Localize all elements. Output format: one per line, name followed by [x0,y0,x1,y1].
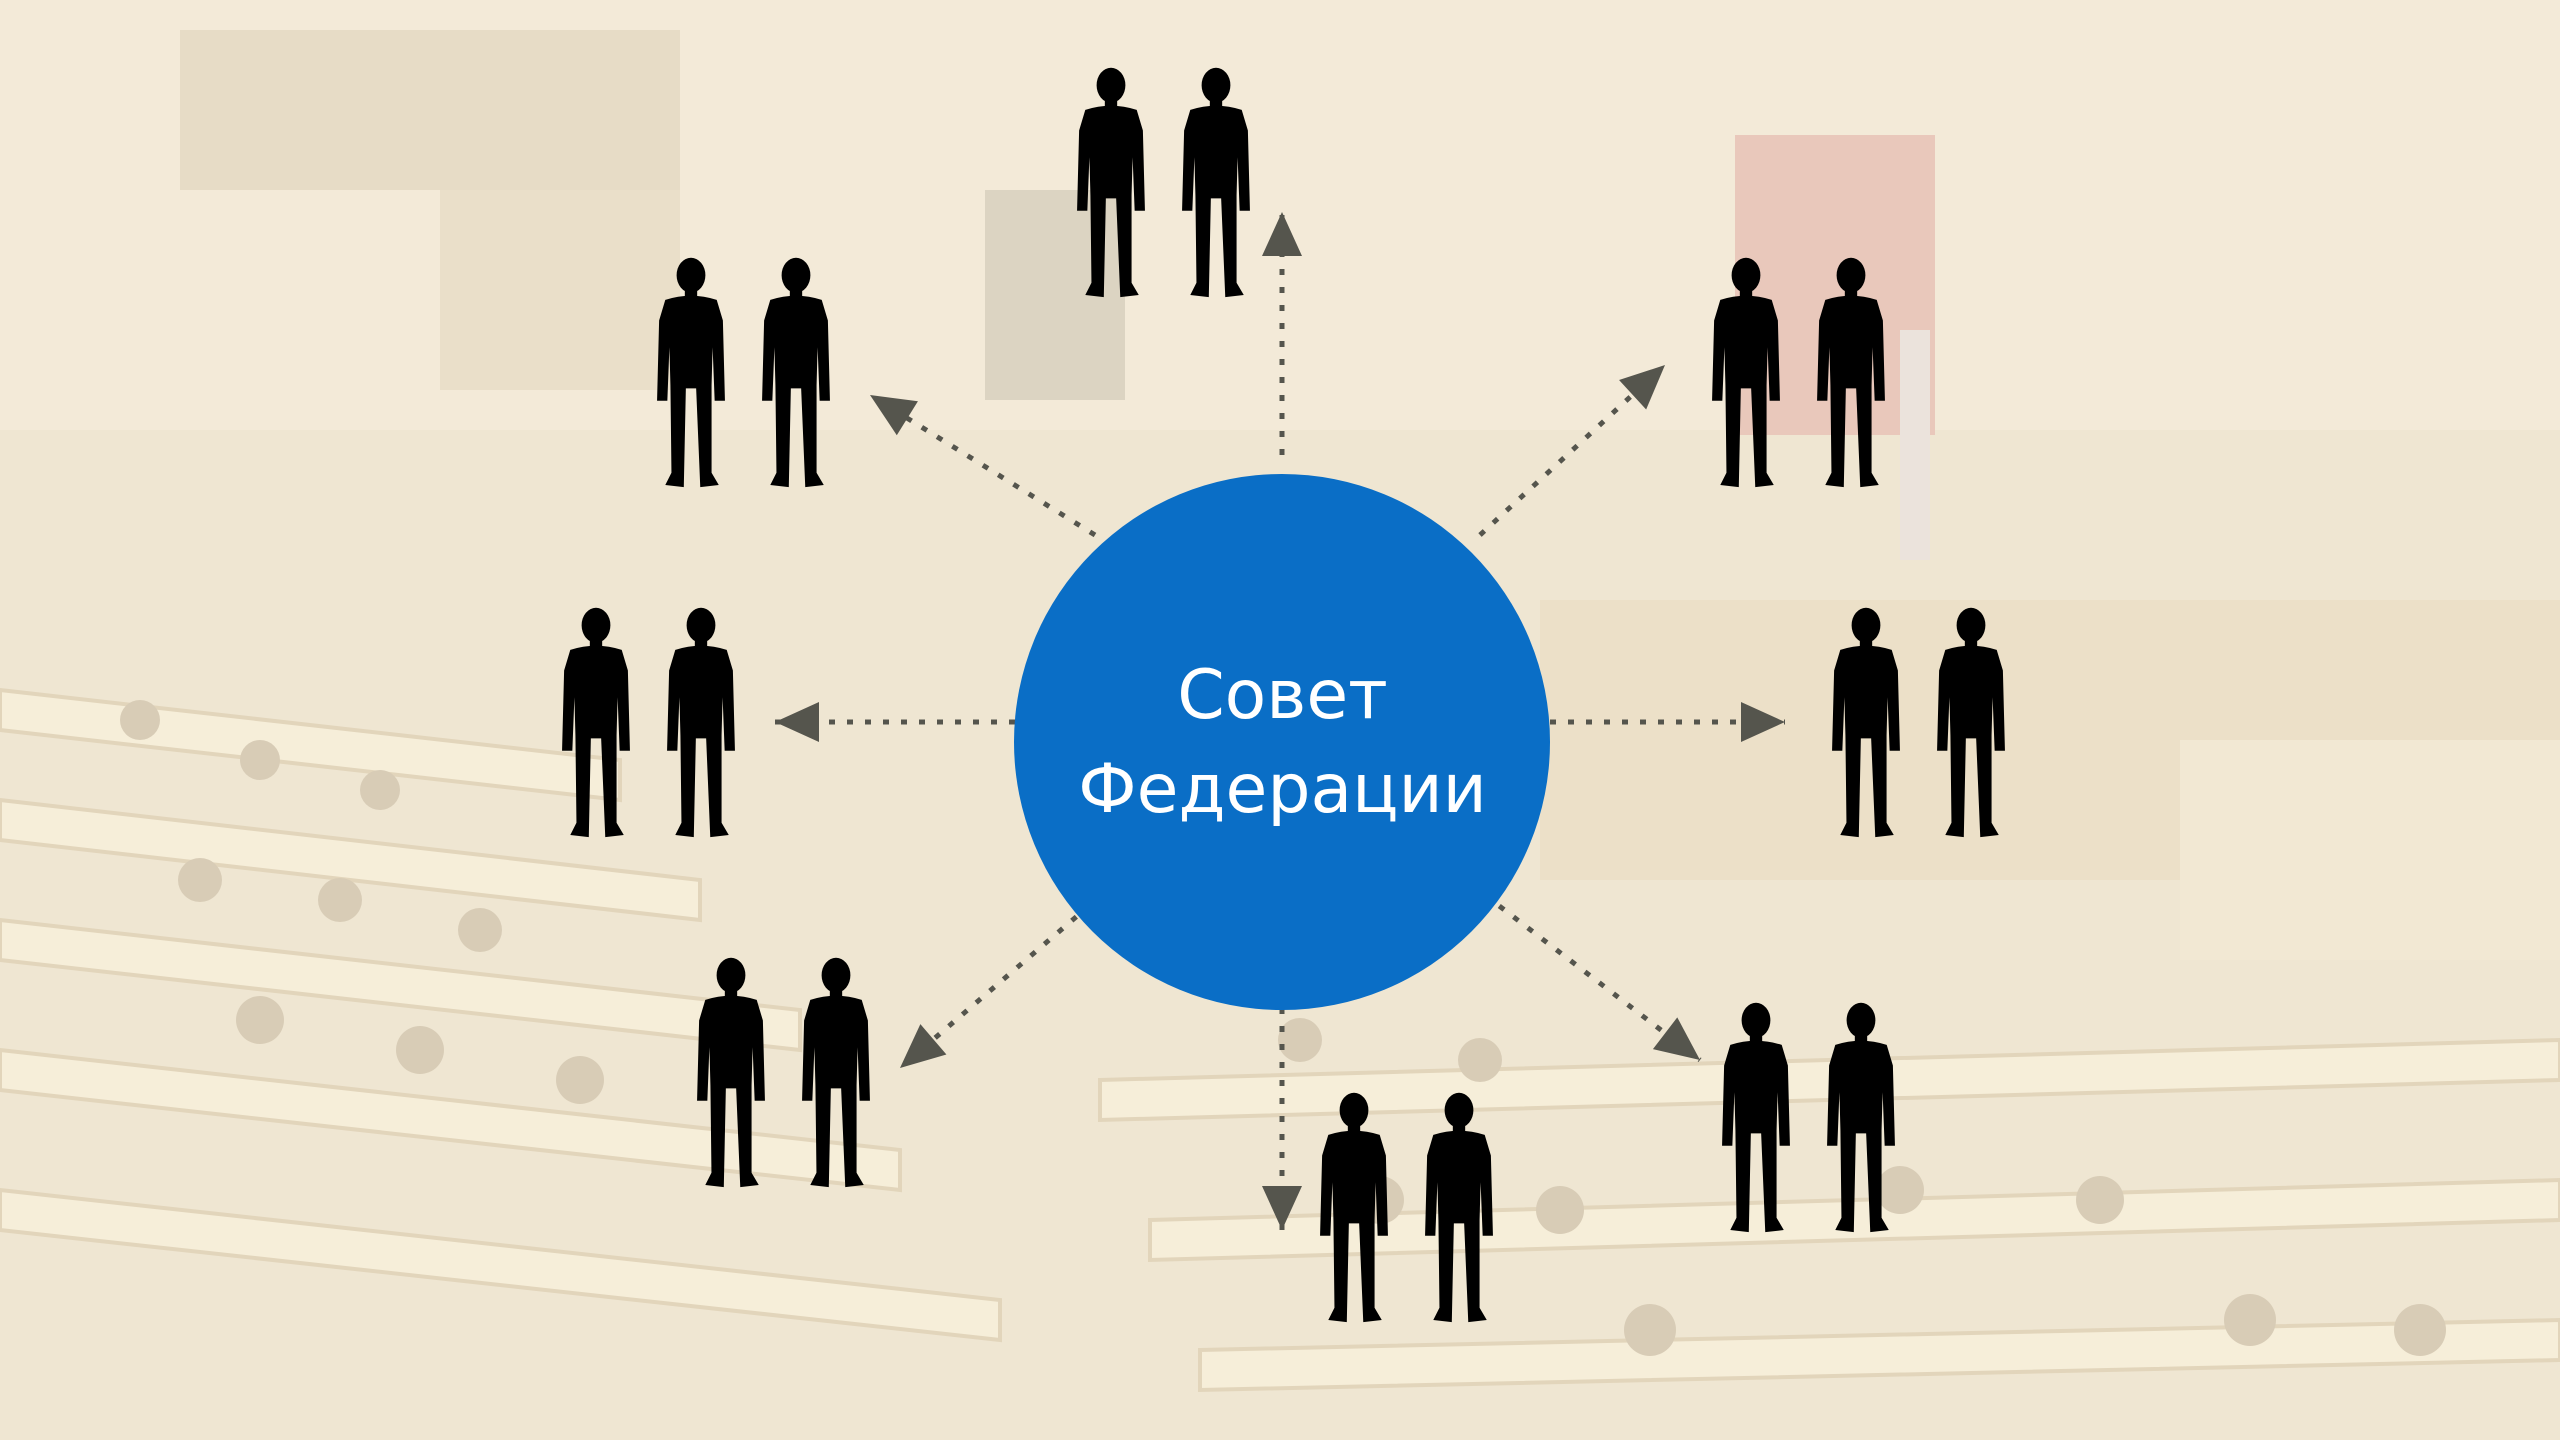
arrowhead-lower-left [900,1024,947,1068]
arrow-upper-right [1478,363,1667,537]
arrowhead-left [775,702,819,742]
arrowhead-right [1741,702,1785,742]
arrowhead-upper-left [870,395,918,436]
arrowhead-lower-right [1652,1017,1700,1060]
arrow-layer [775,212,1785,1230]
arrowhead-bottom [1262,1186,1302,1230]
arrow-lower-left [898,903,1092,1070]
arrow-upper-left [868,392,1097,538]
center-circle [1014,474,1550,1010]
arrowhead-top [1262,212,1302,256]
arrowhead-upper-right [1619,365,1665,410]
